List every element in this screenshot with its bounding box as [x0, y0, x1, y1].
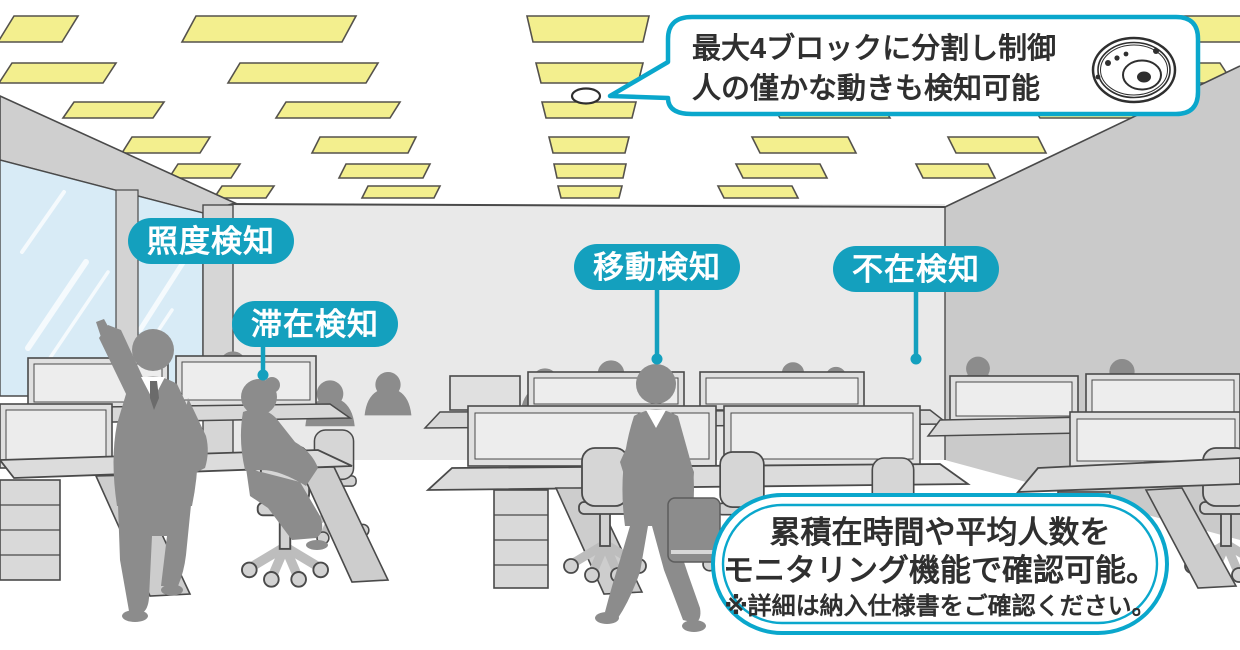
leader-dot: [257, 369, 269, 381]
ceiling-light: [226, 62, 380, 84]
desk-partition: [467, 405, 921, 467]
ceiling-light: [734, 163, 829, 179]
ceiling-light: [360, 185, 442, 199]
ceiling-lights: [0, 15, 1240, 199]
label-movement-detection: 移動検知: [574, 244, 740, 365]
leader-dot: [910, 353, 922, 365]
ceiling-light: [716, 185, 800, 199]
sensor-note-line2: 人の僅かな動きも検知可能: [692, 71, 1040, 105]
monitoring-note-line2: モニタリング機能で確認可能。: [723, 553, 1157, 588]
standing-person-silhouette: [96, 319, 208, 622]
sensor-note-line1: 最大4ブロックに分割し制御: [692, 31, 1056, 65]
ceiling-sensor-icon: [570, 87, 602, 105]
walking-person-silhouette: [595, 364, 721, 632]
label-illuminance-detection: 照度検知: [128, 218, 294, 264]
monitoring-callout-bubble: 累積在時間や平均人数を モニタリング機能で確認可能。 ※詳細は納入仕様書をご確認…: [711, 493, 1169, 635]
sensor-device-icon: [1091, 36, 1177, 104]
ceiling-light: [547, 136, 631, 154]
label-text: 照度検知: [147, 224, 275, 259]
label-text: 移動検知: [593, 250, 721, 285]
drawer-pedestal: [0, 479, 61, 581]
ceiling-light: [61, 101, 166, 119]
ceiling-light: [946, 136, 1048, 154]
desk-island-center: [423, 360, 971, 595]
ceiling-light: [0, 62, 118, 84]
desk-surface: [1016, 457, 1240, 493]
ceiling-light: [337, 163, 432, 179]
ceiling-light: [556, 185, 624, 199]
ceiling-light: [525, 15, 651, 43]
seated-person-silhouette: [240, 377, 328, 550]
ceiling-light: [540, 101, 638, 119]
ceiling-light: [914, 163, 997, 179]
label-text: 不在検知: [852, 252, 980, 287]
ceiling-light: [167, 163, 242, 179]
desk-side-panel: [1144, 487, 1238, 589]
ceiling-light: [310, 136, 418, 154]
ceiling-light: [212, 185, 276, 199]
ceiling-light: [534, 62, 645, 84]
drawer-pedestal: [493, 489, 549, 589]
label-stay-detection: 滞在検知: [232, 301, 398, 381]
ceiling-light: [750, 136, 858, 154]
monitoring-note-line1: 累積在時間や平均人数を: [770, 515, 1111, 550]
ceiling-light: [180, 15, 358, 43]
ceiling-light: [274, 101, 402, 119]
desk-surface: [425, 463, 971, 491]
label-absence-detection: 不在検知: [833, 246, 999, 365]
ceiling-light: [553, 163, 627, 179]
ceiling-light: [0, 15, 80, 43]
desk-island-right: [926, 356, 1240, 589]
ceiling-light: [120, 136, 212, 154]
leader-dot: [651, 353, 663, 365]
sensor-callout-bubble: 最大4ブロックに分割し制御 人の僅かな動きも検知可能: [607, 14, 1201, 117]
monitoring-note-detail: ※詳細は納入仕様書をご確認ください。: [724, 592, 1155, 620]
label-text: 滞在検知: [251, 307, 379, 342]
desk-side-panel: [298, 466, 390, 583]
